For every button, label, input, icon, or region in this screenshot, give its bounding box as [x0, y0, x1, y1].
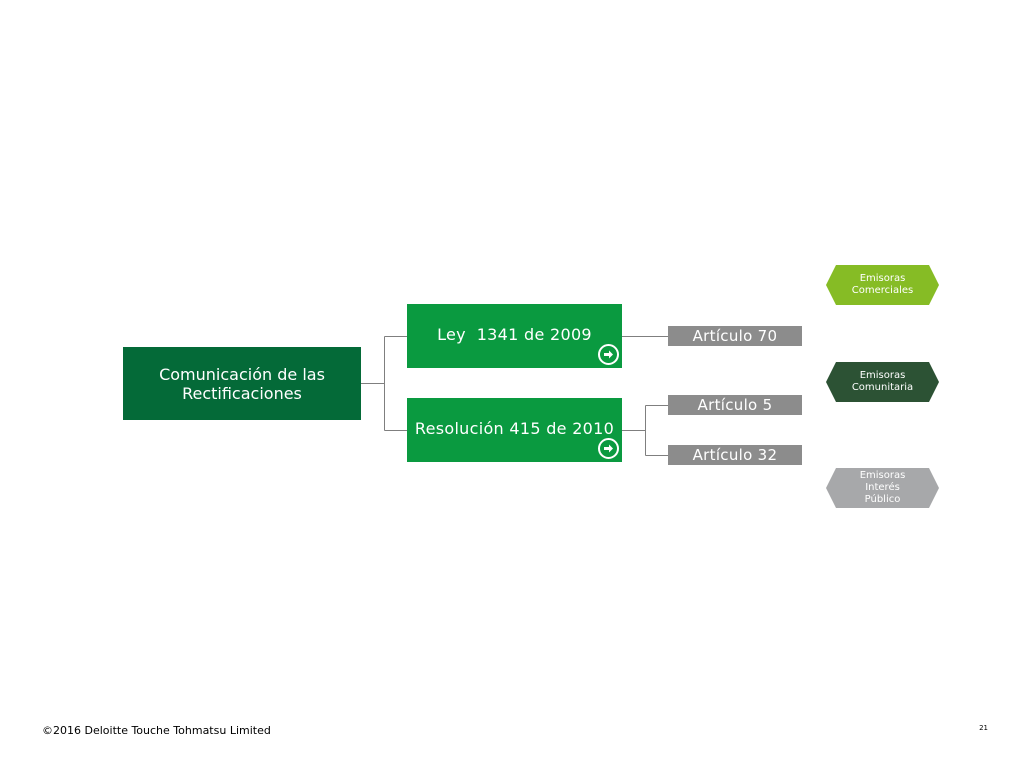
article-node-32: Artículo 32 — [668, 445, 802, 465]
emisoras-label: Emisoras Comerciales — [851, 273, 914, 296]
emisoras-comunitaria-hexagon: Emisoras Comunitaria — [826, 362, 939, 402]
law-node-resolucion-415: Resolución 415 de 2010 — [407, 398, 622, 462]
article-node-label: Artículo 5 — [697, 396, 773, 414]
article-node-label: Artículo 32 — [692, 446, 778, 464]
root-node-label: Comunicación de las Rectificaciones — [159, 364, 325, 403]
connector-root-laws — [361, 336, 407, 431]
law-node-label: Resolución 415 de 2010 — [414, 418, 615, 438]
article-node-label: Artículo 70 — [692, 327, 778, 345]
root-node: Comunicación de las Rectificaciones — [123, 347, 361, 420]
emisoras-interes-publico-hexagon: Emisoras Interés Público — [826, 468, 939, 508]
emisoras-comerciales-hexagon: Emisoras Comerciales — [826, 265, 939, 305]
law-node-ley-1341: Ley 1341 de 2009 — [407, 304, 622, 368]
page-number: 21 — [979, 724, 988, 732]
emisoras-label: Emisoras Interés Público — [859, 470, 906, 505]
article-node-5: Artículo 5 — [668, 395, 802, 415]
law-node-label: Ley 1341 de 2009 — [437, 324, 592, 344]
arrow-right-circle-icon[interactable] — [598, 344, 619, 365]
article-node-70: Artículo 70 — [668, 326, 802, 346]
connector-law2-articles — [622, 405, 668, 456]
arrow-right-circle-icon[interactable] — [598, 438, 619, 459]
footer-copyright: ©2016 Deloitte Touche Tohmatsu Limited — [42, 724, 271, 737]
emisoras-label: Emisoras Comunitaria — [851, 370, 914, 393]
